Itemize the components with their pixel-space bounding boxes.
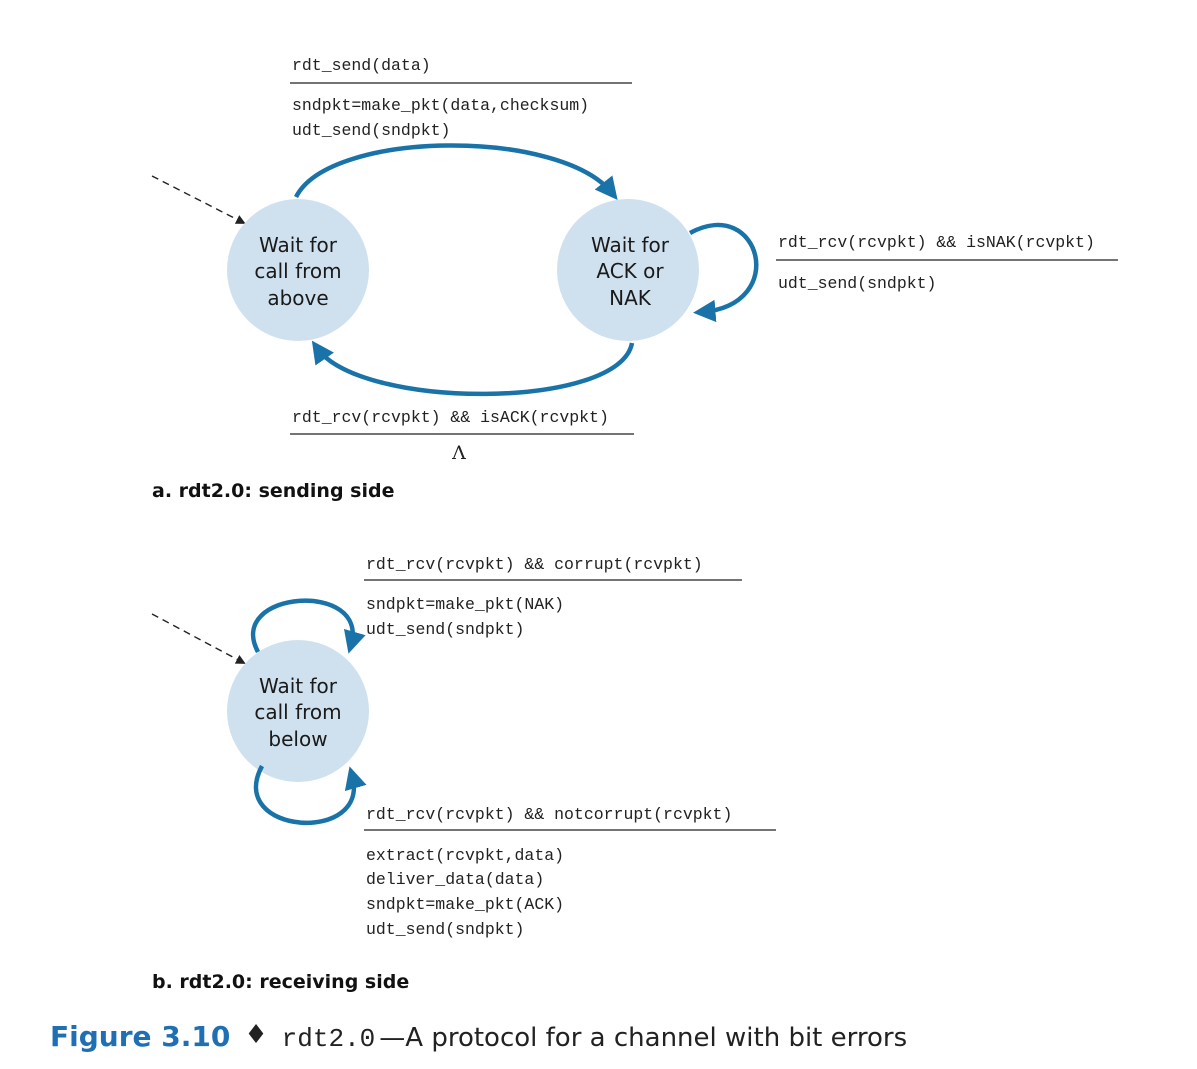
nak-event-label: rdt_rcv(rcvpkt) && isNAK(rcvpkt) xyxy=(778,233,1095,252)
receiving-side: Wait for call from below rdt_rcv(rcvpkt)… xyxy=(151,555,776,993)
state-wait-call-above-line3: above xyxy=(267,286,328,310)
state-wait-call-above xyxy=(227,199,369,341)
notcorrupt-action-2: deliver_data(data) xyxy=(366,870,544,889)
figure-separator: ♦ xyxy=(244,1020,267,1050)
figure-number: Figure 3.10 xyxy=(50,1020,230,1053)
notcorrupt-selfloop-arc xyxy=(253,764,367,826)
state-wait-call-above-line1: Wait for xyxy=(259,233,338,257)
sending-caption: a. rdt2.0: sending side xyxy=(152,480,394,502)
state-wait-call-below-line3: below xyxy=(268,727,327,751)
ack-action-lambda: Λ xyxy=(451,442,466,464)
figure-title: —A protocol for a channel with bit error… xyxy=(379,1023,907,1053)
send-action-1: sndpkt=make_pkt(data,checksum) xyxy=(292,96,589,115)
initial-arrow-receiver xyxy=(151,613,246,664)
send-transition-arc xyxy=(293,143,618,201)
state-wait-call-above-line2: call from xyxy=(254,259,341,283)
state-wait-ack-nak-line3: NAK xyxy=(609,286,652,310)
nak-action: udt_send(sndpkt) xyxy=(778,274,936,293)
state-wait-call-below-line2: call from xyxy=(254,700,341,724)
send-event-label: rdt_send(data) xyxy=(292,56,431,75)
corrupt-event-label: rdt_rcv(rcvpkt) && corrupt(rcvpkt) xyxy=(366,555,703,574)
corrupt-action-2: udt_send(sndpkt) xyxy=(366,620,524,639)
figure-protocol-name: rdt2.0 xyxy=(282,1024,376,1054)
state-wait-call-below-line1: Wait for xyxy=(259,674,338,698)
notcorrupt-event-label: rdt_rcv(rcvpkt) && notcorrupt(rcvpkt) xyxy=(366,805,732,824)
state-wait-ack-nak xyxy=(557,199,699,341)
notcorrupt-action-1: extract(rcvpkt,data) xyxy=(366,846,564,865)
receiving-caption: b. rdt2.0: receiving side xyxy=(152,971,409,993)
corrupt-selfloop-arc xyxy=(250,598,366,654)
corrupt-action-1: sndpkt=make_pkt(NAK) xyxy=(366,595,564,614)
ack-transition-arc xyxy=(311,340,635,397)
nak-selfloop-arc xyxy=(688,223,759,323)
sending-side: Wait for call from above Wait for ACK or… xyxy=(151,56,1118,502)
state-wait-call-below xyxy=(227,640,369,782)
figure-caption: Figure 3.10 ♦ rdt2.0 —A protocol for a c… xyxy=(50,1020,907,1054)
notcorrupt-action-4: udt_send(sndpkt) xyxy=(366,920,524,939)
ack-event-label: rdt_rcv(rcvpkt) && isACK(rcvpkt) xyxy=(292,408,609,427)
state-wait-ack-nak-line2: ACK or xyxy=(596,259,664,283)
notcorrupt-action-3: sndpkt=make_pkt(ACK) xyxy=(366,895,564,914)
initial-arrow-sender xyxy=(151,175,246,224)
state-wait-ack-nak-line1: Wait for xyxy=(591,233,670,257)
send-action-2: udt_send(sndpkt) xyxy=(292,121,450,140)
